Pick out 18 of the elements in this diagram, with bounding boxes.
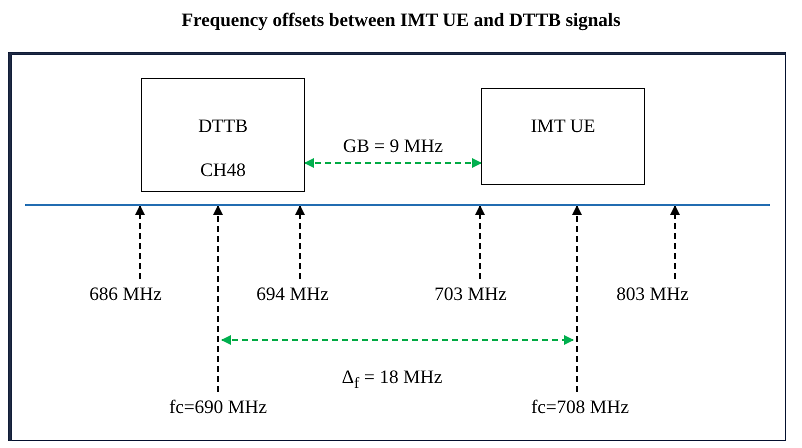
signal-box: IMT UE [481,88,645,185]
signal-box: DTTB CH48 [141,78,305,192]
arrow [304,158,482,168]
frequency-label: 694 MHz [245,283,340,307]
frequency-label: 803 MHz [605,283,700,307]
frequency-label: fc=690 MHz [148,396,288,420]
frequency-label: 686 MHz [78,283,173,307]
arrow [475,205,485,279]
frequency-label: 703 MHz [423,283,518,307]
dimension-label: Δ$_{f}$ = 18 MHz [340,366,444,394]
frequency-label: fc=708 MHz [510,396,650,420]
arrow [213,205,223,392]
arrow [135,205,145,279]
axis-line [25,204,770,206]
arrow [572,205,582,392]
arrow [295,205,305,279]
arrow [670,205,680,279]
diagram-title: Frequency offsets between IMT UE and DTTB signals [180,10,622,32]
